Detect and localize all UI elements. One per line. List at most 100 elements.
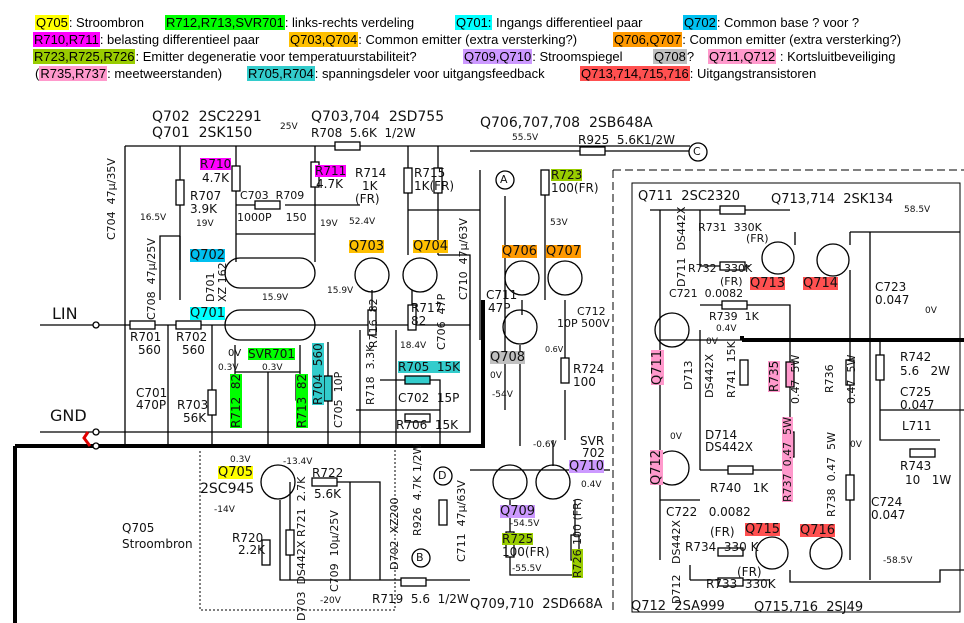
component-label: Q715,716 2SJ49 — [754, 600, 864, 615]
component-label: 56K — [183, 411, 207, 425]
q703-symbol — [354, 257, 390, 293]
component-label: Q716 — [800, 523, 836, 538]
component-label: DS442X — [703, 354, 716, 398]
component-label: Q703,704 2SD755 — [311, 109, 445, 125]
component-label: R926 4.7K 1/2W — [411, 443, 424, 536]
component-label: R711 — [315, 164, 347, 178]
legend-highlight: R710,R711 — [33, 32, 100, 47]
component-label: Q715 — [745, 522, 781, 537]
q702-pair-symbol — [224, 257, 316, 289]
component-label: R737 0.47 5W — [781, 417, 794, 502]
component-label: R738 0.47 5W — [825, 432, 838, 517]
component-label: R735 — [767, 360, 781, 392]
component-label: Q711 — [650, 349, 665, 385]
legend-highlight: R723,R725,R726 — [33, 49, 136, 64]
component-label: 0V — [850, 440, 862, 450]
component-label: SVR701 — [248, 347, 296, 361]
component-label: Q706 — [502, 244, 538, 259]
component-label: R702 — [176, 330, 208, 344]
component-label: 15.9V — [262, 293, 289, 303]
component-label: R714 — [355, 166, 387, 180]
component-label: 53V — [550, 218, 568, 228]
component-label: C706 47P — [435, 293, 448, 350]
component-label: D714 — [705, 428, 738, 442]
component-label: D713 — [682, 360, 695, 390]
component-label: SVR — [580, 434, 605, 448]
legend-item: Q703,Q704: Common emitter (extra verster… — [289, 32, 577, 47]
component-label: 0.47 5W — [845, 354, 858, 404]
component-label: A — [500, 173, 508, 186]
component-label: 100(FR) — [502, 545, 550, 559]
component-label: C722 0.0082 — [666, 505, 751, 519]
component-label: 0.047 — [871, 508, 906, 522]
component-label: R713 82 — [295, 373, 309, 428]
component-label: R717 — [411, 301, 443, 315]
component-label: 19V — [320, 219, 338, 229]
legend-description: Ingangs differentieel paar — [492, 15, 643, 30]
component-label: -58.5V — [883, 556, 913, 566]
component-label: 4.7K — [202, 171, 229, 185]
component-label: R720 — [232, 531, 264, 545]
component-label: Q707 — [546, 244, 582, 259]
component-label: 1K(FR) — [414, 179, 455, 193]
legend-highlight: Q703,Q704 — [289, 32, 359, 47]
component-label: C723 — [875, 280, 907, 294]
component-label: R726 — [571, 549, 584, 578]
legend-item: R710,R711: belasting differentieel paar — [33, 32, 259, 47]
component-label: C — [693, 145, 701, 158]
component-label: -54V — [492, 390, 513, 400]
component-label: 47P — [488, 301, 511, 315]
component-label: 100 (FR) — [571, 497, 584, 545]
component-label: R721 2.7K — [295, 476, 308, 537]
component-label: 0V — [706, 337, 718, 347]
component-label: 1K — [362, 179, 378, 193]
component-label: Q704 — [413, 239, 449, 254]
component-label: R703 — [177, 398, 209, 412]
component-label: DS442X — [670, 520, 683, 564]
component-label: 5.6 2W — [900, 364, 951, 378]
component-label: R741 15K — [725, 341, 738, 398]
component-label: LIN — [52, 304, 78, 323]
legend-highlight: Q708 — [653, 49, 687, 64]
component-label: (FR) — [746, 232, 769, 245]
component-label: 1000P 150 — [237, 211, 307, 224]
component-label: 58.5V — [904, 205, 931, 215]
component-label: -20V — [320, 596, 341, 606]
legend-description: : Common base ? voor ? — [716, 15, 860, 30]
component-label: L711 — [902, 419, 932, 433]
component-label: 330K — [724, 262, 753, 275]
component-label: Q709,710 2SD668A — [470, 597, 603, 612]
component-label: D — [438, 469, 447, 482]
legend-highlight: Q711,Q712 — [708, 49, 777, 64]
component-label: R734 330 K — [685, 540, 759, 554]
component-label: 0.4V — [716, 324, 737, 334]
component-label: (FR) — [737, 565, 762, 579]
component-label: Q702 2SC2291 — [152, 109, 262, 125]
component-label: -55.5V — [512, 564, 542, 574]
component-label: 18.4V — [400, 341, 427, 351]
component-label: -0.6V — [533, 440, 557, 450]
legend-description: : Common emitter (extra versterking?) — [358, 32, 578, 47]
component-label: Q702 — [190, 248, 226, 263]
component-label: 0V — [670, 432, 682, 442]
component-label: R732 — [688, 262, 717, 275]
component-label: C712 — [577, 305, 606, 318]
component-label: 100 — [573, 375, 596, 389]
component-label: XZ 162 — [216, 262, 229, 302]
component-label: 19V — [196, 219, 214, 229]
component-label: 702 — [582, 446, 605, 460]
component-label: Q705 — [122, 521, 155, 535]
legend-highlight: R705,R704 — [247, 66, 315, 81]
component-label: 0.3V — [262, 363, 283, 373]
legend-description: : Common emitter (extra versterking?) — [682, 32, 902, 47]
legend-description: : spanningsdeler voor uitgangsfeedback — [314, 66, 545, 81]
legend-highlight: Q702 — [683, 15, 717, 30]
q704-symbol — [402, 257, 438, 293]
component-label: Q713,714 2SK134 — [771, 192, 894, 207]
component-label: R722 — [312, 466, 344, 480]
component-label: R724 — [573, 362, 605, 376]
component-label: R716 82 — [367, 298, 380, 348]
component-label: 0.047 — [875, 293, 910, 307]
component-label: GND — [50, 406, 87, 425]
